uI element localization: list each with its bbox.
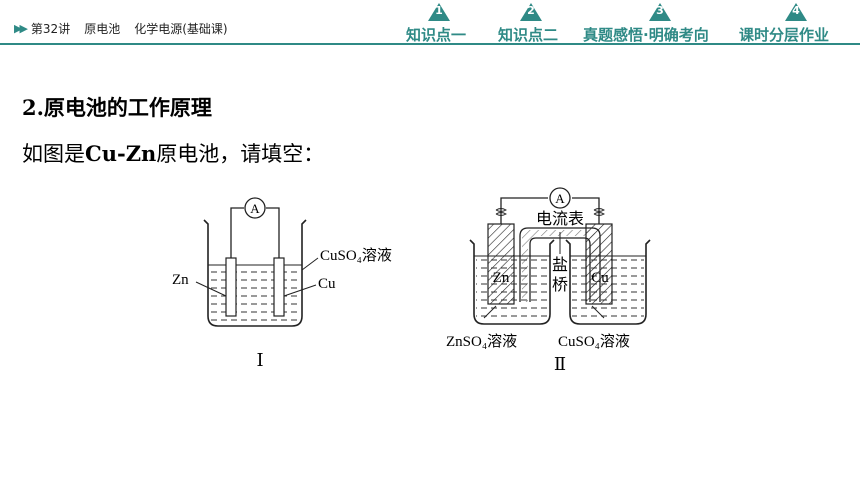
beaker bbox=[203, 219, 307, 327]
question-prompt: 如图是Cu-Zn原电池，请填空： bbox=[22, 138, 324, 168]
salt-bridge-label-1: 盐 bbox=[552, 256, 568, 274]
solution-pointer bbox=[301, 257, 319, 271]
nav-marker-icon bbox=[785, 3, 807, 21]
cu-pointer bbox=[283, 284, 317, 297]
prompt-cell-name: Cu-Zn bbox=[85, 141, 157, 166]
breadcrumb: ▶▶ 第32讲 原电池 化学电源(基础课) bbox=[14, 20, 242, 37]
play-arrows-icon: ▶▶ bbox=[14, 22, 28, 35]
zn-electrode bbox=[487, 223, 515, 305]
cu-electrode bbox=[273, 257, 285, 317]
zn-label: Zn bbox=[172, 272, 189, 288]
breadcrumb-subtopic: 化学电源(基础课) bbox=[134, 22, 228, 36]
right-solution-pointer bbox=[591, 305, 605, 319]
nav-marker-icon bbox=[649, 3, 671, 21]
zn-electrode bbox=[225, 257, 237, 317]
zn-pointer bbox=[195, 281, 227, 297]
figure-caption: Ⅱ bbox=[554, 354, 566, 374]
prompt-text-end: 原电池，请填空： bbox=[156, 142, 325, 166]
left-solution-label: ZnSO₄溶液 bbox=[446, 333, 517, 350]
section-heading: 2.原电池的工作原理 bbox=[22, 95, 212, 120]
nav-label: 知识点二 bbox=[498, 26, 559, 44]
top-bar: ▶▶ 第32讲 原电池 化学电源(基础课) 1 知识点一 2 知识点二 3 真题… bbox=[0, 0, 860, 44]
nav-number: 1 bbox=[435, 4, 443, 17]
header-divider bbox=[0, 43, 860, 45]
zn-label: Zn bbox=[493, 270, 510, 286]
nav-label: 课时分层作业 bbox=[739, 26, 830, 44]
circuit-wire bbox=[230, 207, 280, 258]
nav-number: 4 bbox=[792, 4, 800, 17]
ammeter-label: 电流表 bbox=[536, 210, 584, 228]
nav-label: 知识点一 bbox=[406, 26, 467, 44]
ammeter: A bbox=[495, 187, 605, 224]
ammeter: A bbox=[244, 197, 266, 219]
salt-bridge-label-2: 桥 bbox=[552, 276, 568, 294]
figure-cell-1: A Zn Cu CuSO₄溶液 Ⅰ bbox=[172, 197, 392, 370]
cu-label: Cu bbox=[591, 270, 609, 286]
nav-number: 2 bbox=[527, 4, 535, 17]
figure-caption: Ⅰ bbox=[256, 350, 263, 370]
ammeter-label: A bbox=[250, 201, 260, 216]
cu-label: Cu bbox=[318, 276, 336, 292]
ammeter-symbol: A bbox=[555, 191, 565, 206]
breadcrumb-topic: 原电池 bbox=[84, 22, 121, 36]
figure-cell-2: A 电流表 Zn Cu 盐 桥 ZnSO₄溶液 CuSO₄溶液 Ⅱ bbox=[446, 187, 651, 374]
breadcrumb-lesson: 第32讲 bbox=[30, 22, 71, 36]
nav-number: 3 bbox=[656, 4, 664, 17]
prompt-text: 如图是 bbox=[22, 142, 85, 166]
nav-label: 真题感悟·明确考向 bbox=[583, 26, 709, 44]
solution-label: CuSO₄溶液 bbox=[320, 247, 392, 264]
nav-marker-icon bbox=[520, 3, 542, 21]
right-solution-label: CuSO₄溶液 bbox=[558, 333, 630, 350]
nav-marker-icon bbox=[428, 3, 450, 21]
left-solution-pointer bbox=[483, 305, 497, 319]
